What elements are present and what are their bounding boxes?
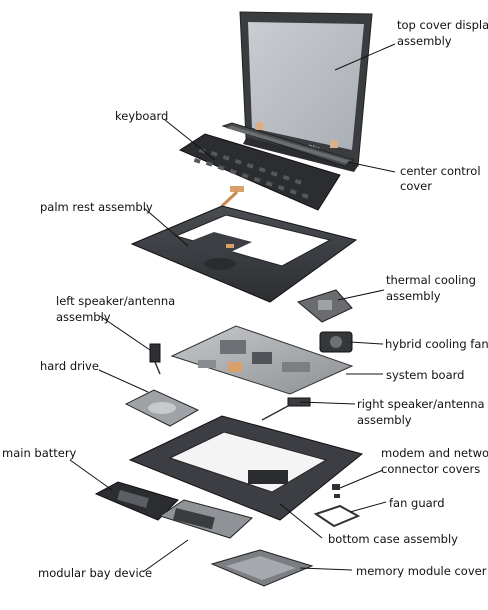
label-left-speaker-line1: left speaker/antenna xyxy=(56,294,175,308)
right-speaker-part xyxy=(261,397,311,421)
label-center-control-cover-line1: center control xyxy=(400,164,481,178)
palm-rest-part xyxy=(130,205,358,303)
fan-guard-part xyxy=(313,504,361,528)
top-cover-display-part: DELL xyxy=(239,11,373,172)
label-center-control-cover-line2: cover xyxy=(400,179,432,193)
label-fan-guard: fan guard xyxy=(389,496,445,510)
label-right-speaker-line1: right speaker/antenna xyxy=(357,397,485,411)
bottom-case-part xyxy=(128,415,364,521)
modular-bay-part xyxy=(158,499,254,539)
label-hard-drive: hard drive xyxy=(40,359,99,373)
label-keyboard: keyboard xyxy=(115,109,168,123)
label-modem-network-line1: modem and network xyxy=(381,446,488,460)
label-modem-network-line2: connector covers xyxy=(381,462,480,476)
keyboard-part xyxy=(178,133,341,211)
label-memory-module-cover: memory module cover xyxy=(356,564,487,578)
label-palm-rest: palm rest assembly xyxy=(40,200,153,214)
hybrid-cooling-fan-part xyxy=(319,331,353,353)
main-battery-part xyxy=(94,481,179,521)
modem-network-covers-part xyxy=(332,484,340,498)
label-left-speaker-line2: assembly xyxy=(56,310,111,324)
label-main-battery: main battery xyxy=(2,446,77,460)
label-top-cover-display-line1: top cover display xyxy=(397,18,488,32)
label-top-cover-display-line2: assembly xyxy=(397,34,452,48)
label-thermal-cooling-line2: assembly xyxy=(386,289,441,303)
label-thermal-cooling-line1: thermal cooling xyxy=(386,273,476,287)
label-hybrid-cooling-fan: hybrid cooling fan xyxy=(385,337,488,351)
center-control-cover-part xyxy=(221,122,356,167)
hard-drive-part xyxy=(124,389,200,427)
left-speaker-part xyxy=(149,343,161,375)
memory-module-cover-part xyxy=(210,549,314,587)
system-board-part xyxy=(170,325,354,395)
label-system-board: system board xyxy=(386,368,464,382)
thermal-cooling-part xyxy=(296,289,353,323)
label-right-speaker-line2: assembly xyxy=(357,413,412,427)
label-modular-bay: modular bay device xyxy=(38,566,152,580)
label-bottom-case: bottom case assembly xyxy=(328,532,458,546)
leader-lines xyxy=(69,43,396,573)
